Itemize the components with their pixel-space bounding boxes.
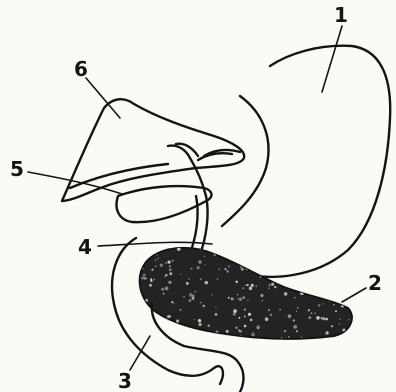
- pancreas: [139, 243, 360, 345]
- label-1: 1: [334, 3, 348, 27]
- leader-line-1: [322, 26, 342, 92]
- label-6: 6: [74, 57, 88, 81]
- label-4: 4: [78, 235, 92, 259]
- stomach: [222, 46, 390, 277]
- leader-line-4: [98, 242, 212, 246]
- label-5: 5: [10, 157, 24, 181]
- label-3: 3: [118, 369, 132, 392]
- leader-line-2: [342, 288, 366, 302]
- label-2: 2: [368, 271, 382, 295]
